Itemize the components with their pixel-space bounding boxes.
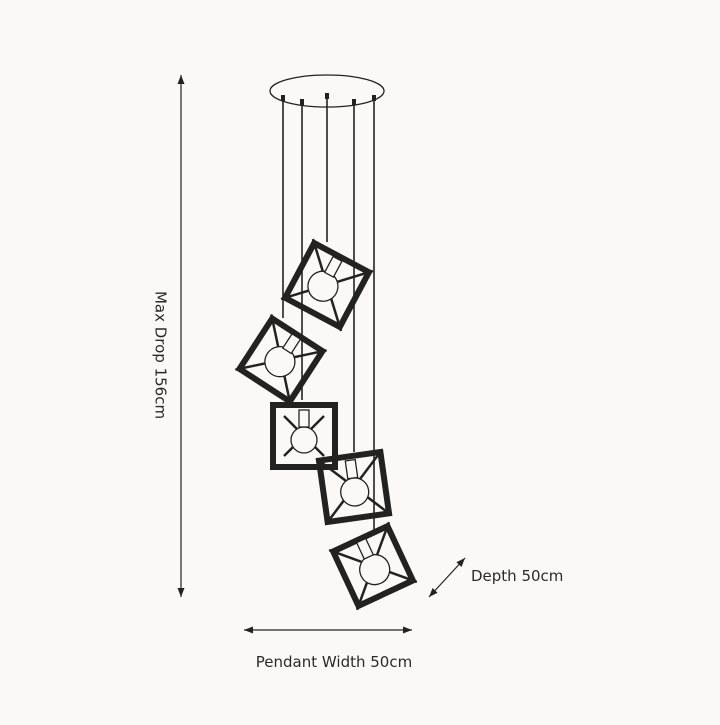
bulb-4 <box>340 477 370 507</box>
bulb-3 <box>290 426 318 454</box>
bulb-5 <box>359 553 391 586</box>
depth-label: Depth 50cm <box>471 567 564 585</box>
bulb-holder-1 <box>323 255 343 278</box>
bulb-holder-2 <box>281 332 302 355</box>
bulb-1 <box>307 270 339 302</box>
pendant-shade-3 <box>270 402 338 470</box>
cord-anchors <box>281 93 376 105</box>
depth-dimension-line <box>428 557 466 598</box>
pendant-shade-4 <box>315 448 393 526</box>
bulb-holder-5 <box>355 537 375 560</box>
pendant-shade-2 <box>235 314 327 406</box>
pendant-width-label: Pendant Width 50cm <box>255 653 413 671</box>
pendant-shade-1 <box>280 238 374 332</box>
bulb-holder-4 <box>344 458 359 480</box>
pendant-shade-5 <box>328 521 418 611</box>
max-drop-label: Max Drop 156cm <box>151 290 170 420</box>
bulb-holder-3 <box>298 409 310 428</box>
